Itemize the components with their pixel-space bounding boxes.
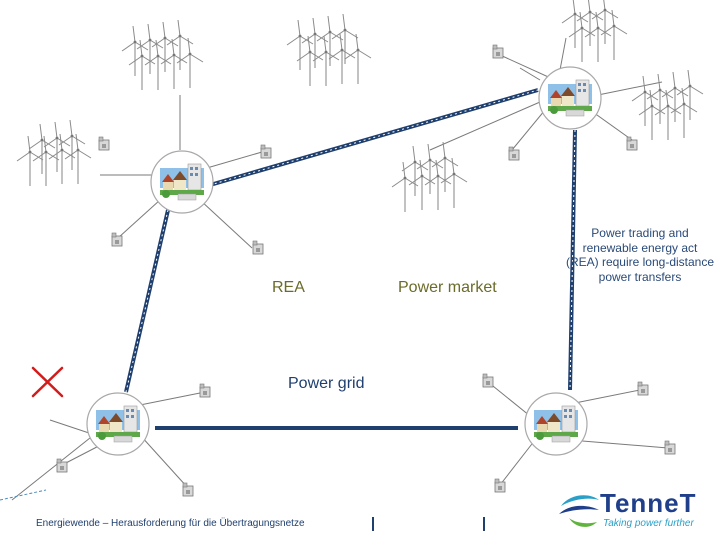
logo-name: TenneT bbox=[600, 488, 697, 518]
town-icon bbox=[86, 392, 150, 456]
footer-separator bbox=[483, 517, 485, 531]
footer-separator bbox=[372, 517, 374, 531]
transmission-lines bbox=[124, 88, 577, 430]
line-top-pattern bbox=[209, 89, 539, 186]
wind-farm-left bbox=[16, 119, 92, 187]
line-left-pattern bbox=[125, 209, 169, 393]
external-link bbox=[0, 489, 47, 501]
local-connections bbox=[11, 37, 669, 501]
power-market-label: Power market bbox=[398, 279, 497, 296]
annotation-note: Power trading and renewable energy act (… bbox=[565, 226, 715, 284]
wind-farm-top-center bbox=[286, 13, 372, 87]
logo-slogan: Taking power further bbox=[603, 518, 694, 529]
town-icon bbox=[524, 392, 588, 456]
logo-icon bbox=[559, 495, 599, 527]
town-icon bbox=[150, 150, 214, 214]
rea-label: REA bbox=[272, 279, 305, 296]
company-logo: TenneT Taking power further bbox=[555, 486, 715, 536]
power-grid-label: Power grid bbox=[288, 375, 365, 392]
wind-farm-right bbox=[631, 69, 704, 141]
line-left bbox=[124, 209, 170, 393]
wind-farm-top-right bbox=[561, 0, 628, 63]
footer-text: Energiewende – Herausforderung für die Ü… bbox=[36, 518, 305, 529]
cross-icon bbox=[31, 366, 64, 398]
wind-farm-top-left bbox=[121, 19, 204, 91]
wind-farm-center bbox=[391, 141, 468, 213]
line-right-pattern bbox=[569, 129, 576, 391]
town-icon bbox=[538, 66, 602, 130]
